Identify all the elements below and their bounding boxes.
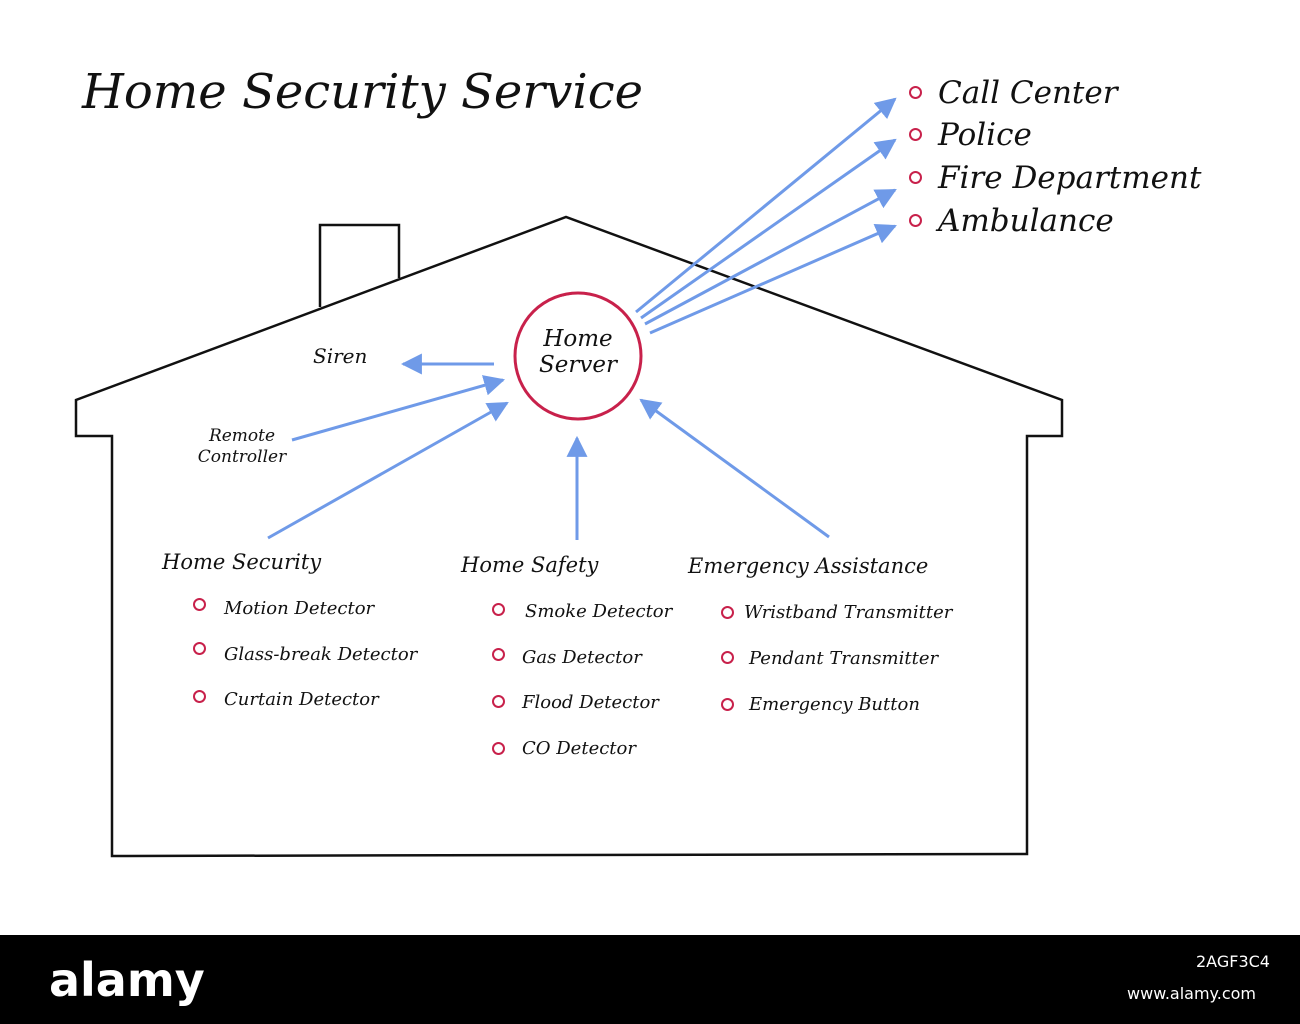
- item-bullet: [721, 698, 734, 711]
- siren-label: Siren: [313, 344, 368, 368]
- house-outline: [74, 215, 1064, 858]
- item-bullet: [193, 690, 206, 703]
- item-glass-break-detector: Glass-break Detector: [224, 644, 418, 665]
- item-motion-detector: Motion Detector: [224, 598, 375, 619]
- destination-bullet: [909, 128, 922, 141]
- hub-label-line1: Home: [543, 326, 613, 352]
- category-title: Home Security: [162, 550, 322, 574]
- item-pendant-transmitter: Pendant Transmitter: [749, 648, 939, 669]
- internal-arrows: [267, 353, 830, 540]
- category-title: Emergency Assistance: [688, 554, 929, 578]
- arrow-to-ambulance: [649, 223, 897, 335]
- item-flood-detector: Flood Detector: [522, 692, 659, 713]
- remote-line2: Controller: [197, 447, 287, 468]
- item-curtain-detector: Curtain Detector: [224, 689, 379, 710]
- item-bullet: [193, 642, 206, 655]
- destination-bullet: [909, 86, 922, 99]
- destination-arrows: [635, 97, 897, 335]
- item-bullet: [721, 606, 734, 619]
- item-co-detector: CO Detector: [522, 738, 636, 759]
- arrow-from-emergency-assistance: [639, 398, 830, 539]
- item-bullet: [721, 651, 734, 664]
- item-smoke-detector: Smoke Detector: [525, 601, 673, 622]
- stock-url: www.alamy.com: [1127, 984, 1256, 1003]
- arrow-from-home-security: [267, 401, 509, 540]
- destination-fire-department: Fire Department: [938, 160, 1202, 196]
- hub-label-line2: Server: [539, 352, 617, 379]
- item-bullet: [492, 648, 505, 661]
- destination-bullet: [909, 171, 922, 184]
- diagram-canvas: Home Security Service Home Server Siren …: [74, 64, 1202, 858]
- arrow-to-police: [640, 138, 897, 320]
- category-title: Home Safety: [461, 553, 599, 577]
- remote-controller-label: Remote Controller: [172, 426, 312, 469]
- item-bullet: [492, 742, 505, 755]
- remote-line1: Remote: [208, 426, 276, 446]
- stock-logo: alamy: [49, 953, 205, 1007]
- arrow-to-call-center: [635, 97, 897, 314]
- item-emergency-button: Emergency Button: [749, 694, 920, 715]
- item-bullet: [193, 598, 206, 611]
- hub-label: Home Server: [518, 326, 638, 379]
- destination-call-center: Call Center: [938, 75, 1118, 111]
- item-gas-detector: Gas Detector: [522, 647, 642, 668]
- destination-police: Police: [938, 117, 1032, 153]
- destination-ambulance: Ambulance: [938, 203, 1114, 239]
- destination-bullet: [909, 214, 922, 227]
- chimney: [318, 223, 401, 307]
- house-diagram-svg: [74, 97, 1064, 858]
- item-bullet: [492, 695, 505, 708]
- page-title: Home Security Service: [82, 64, 643, 120]
- arrow-to-fire-department: [644, 188, 897, 326]
- arrow-from-remote: [291, 375, 506, 442]
- stock-image-id: 2AGF3C4: [1196, 952, 1270, 971]
- stock-footer-banner: alamy 2AGF3C4 www.alamy.com: [0, 935, 1300, 1024]
- hub-stroke-flourish: [547, 291, 591, 301]
- item-wristband-transmitter: Wristband Transmitter: [744, 602, 953, 623]
- item-bullet: [492, 603, 505, 616]
